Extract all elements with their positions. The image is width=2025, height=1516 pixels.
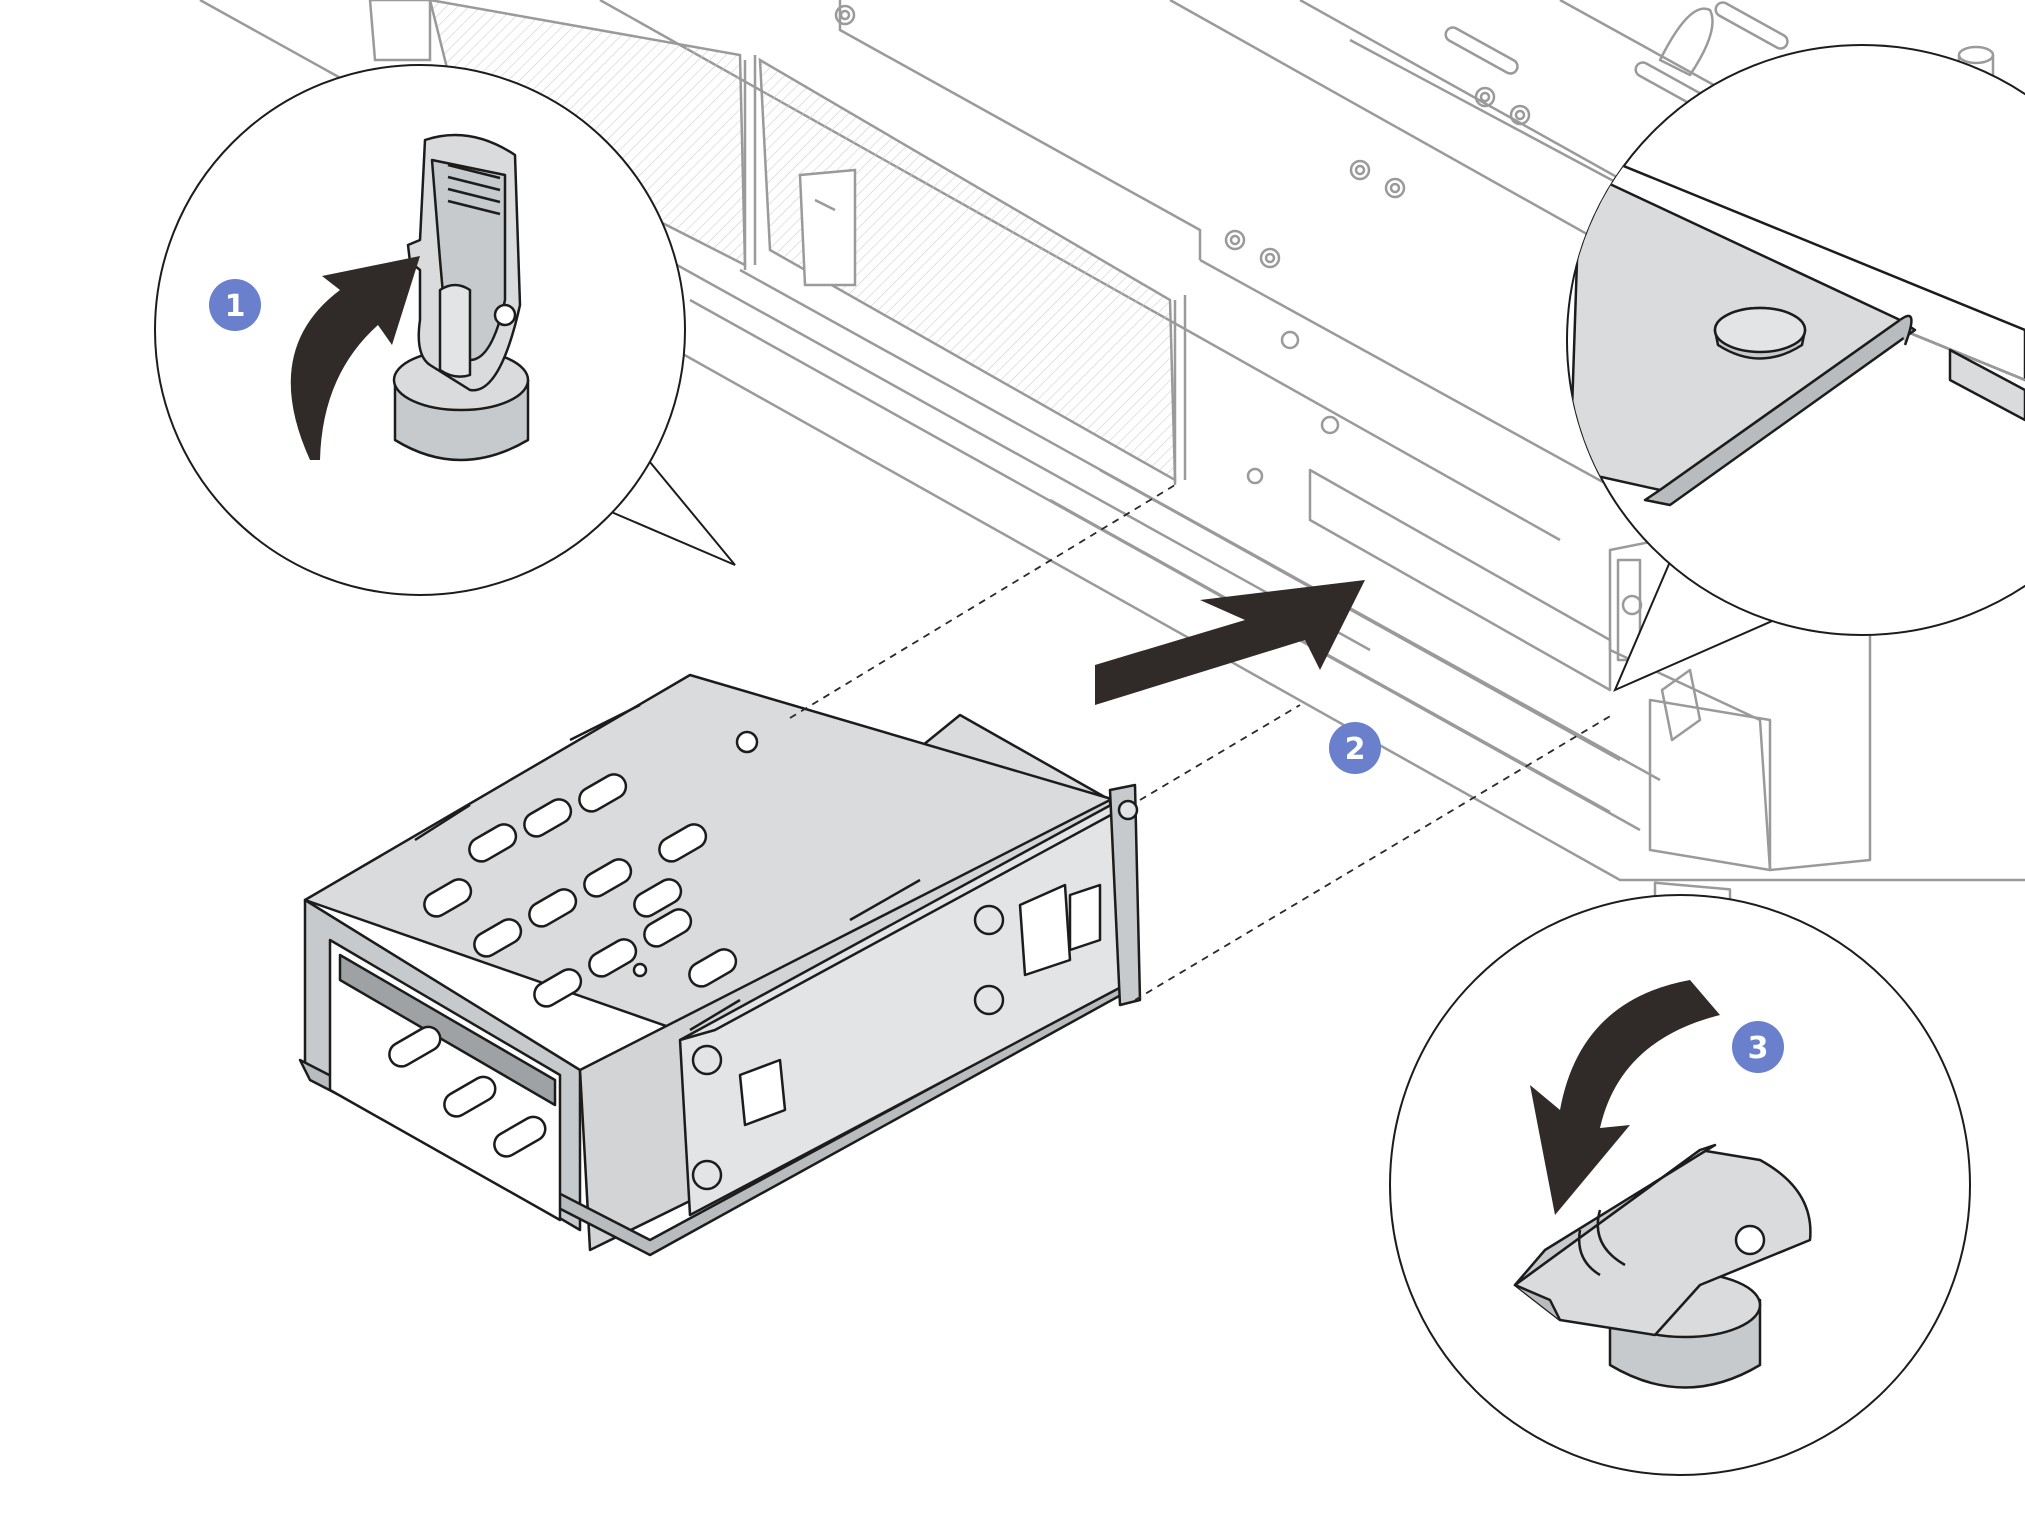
numbered-circle-icon xyxy=(209,279,261,331)
step-badge-1: 1 xyxy=(209,279,261,331)
rotate-up-arrow-icon xyxy=(290,256,420,460)
alignment-guide-lines xyxy=(789,484,1613,1001)
step-number: 1 xyxy=(225,289,246,324)
insert-direction-arrow xyxy=(1095,580,1365,705)
numbered-circle-icon xyxy=(1732,1021,1784,1073)
step-badge-2: 2 xyxy=(1329,722,1381,774)
callout-step-2-detail xyxy=(1566,44,2025,692)
rotate-down-arrow-icon xyxy=(1530,980,1720,1215)
step-badge-3: 3 xyxy=(1732,1021,1784,1073)
step-number: 2 xyxy=(1345,732,1366,767)
callout-step-1 xyxy=(154,64,736,596)
callout-step-3 xyxy=(1389,894,1971,1476)
drive-cage xyxy=(298,673,1142,1257)
step-number: 3 xyxy=(1748,1031,1769,1066)
numbered-circle-icon xyxy=(1329,722,1381,774)
latch-handle-down xyxy=(1513,1148,1812,1337)
